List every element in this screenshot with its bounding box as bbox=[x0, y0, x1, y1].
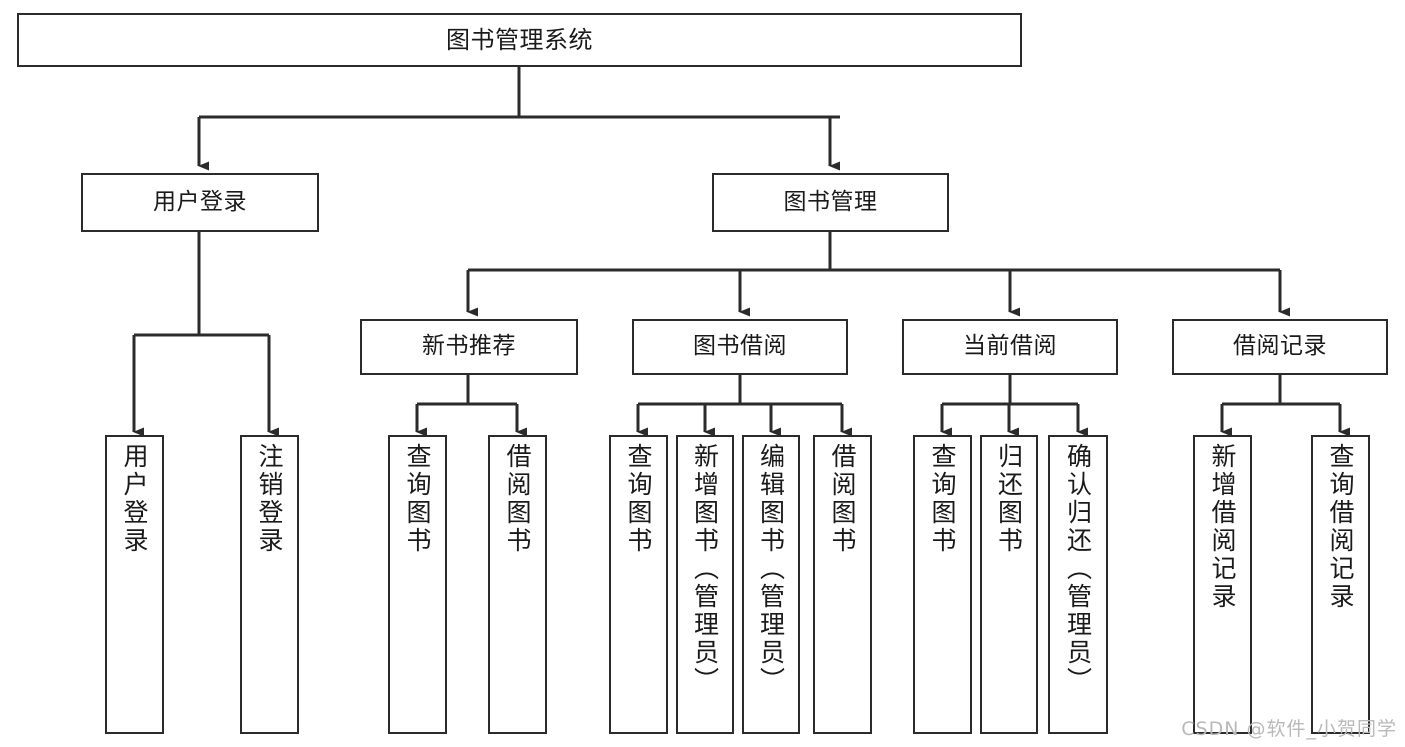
watermark: CSDN @软件_小贺同学 bbox=[1181, 718, 1397, 740]
leaf-borrow-book-1[interactable]: 查询图书 bbox=[609, 435, 668, 734]
leaf-label: 用户登录 bbox=[120, 443, 149, 555]
leaf-current-borrow-2[interactable]: 归还图书 bbox=[980, 435, 1038, 734]
leaf-borrow-record-2[interactable]: 查询借阅记录 bbox=[1311, 435, 1370, 734]
leaf-label: 新增借阅记录 bbox=[1208, 443, 1237, 611]
leaf-label: 注销登录 bbox=[255, 443, 284, 555]
leaf-label: 确认归还（管理员） bbox=[1063, 443, 1093, 695]
leaf-label: 借阅图书 bbox=[828, 443, 857, 555]
node-current-borrow[interactable]: 当前借阅 bbox=[902, 319, 1118, 375]
leaf-borrow-book-2[interactable]: 新增图书（管理员） bbox=[676, 435, 734, 734]
node-borrow-book-label: 图书借阅 bbox=[693, 333, 787, 360]
node-new-book[interactable]: 新书推荐 bbox=[360, 319, 578, 375]
leaf-label: 借阅图书 bbox=[503, 443, 532, 555]
leaf-borrow-book-4[interactable]: 借阅图书 bbox=[813, 435, 872, 734]
node-user-login[interactable]: 用户登录 bbox=[81, 173, 319, 232]
leaf-label: 查询图书 bbox=[403, 443, 432, 555]
node-borrow-record-label: 借阅记录 bbox=[1233, 333, 1327, 360]
leaf-label: 归还图书 bbox=[994, 443, 1024, 555]
leaf-current-borrow-1[interactable]: 查询图书 bbox=[913, 435, 972, 734]
node-borrow-book[interactable]: 图书借阅 bbox=[632, 319, 848, 375]
leaf-new-book-1[interactable]: 查询图书 bbox=[388, 435, 447, 734]
leaf-label: 查询借阅记录 bbox=[1326, 443, 1355, 611]
node-root[interactable]: 图书管理系统 bbox=[17, 13, 1022, 67]
node-current-borrow-label: 当前借阅 bbox=[963, 333, 1057, 360]
leaf-borrow-book-3[interactable]: 编辑图书（管理员） bbox=[742, 435, 800, 734]
leaf-label: 查询图书 bbox=[928, 443, 957, 555]
leaf-label: 查询图书 bbox=[624, 443, 653, 555]
node-user-login-label: 用户登录 bbox=[153, 188, 247, 215]
node-borrow-record[interactable]: 借阅记录 bbox=[1172, 319, 1388, 375]
node-root-label: 图书管理系统 bbox=[446, 25, 593, 54]
node-new-book-label: 新书推荐 bbox=[422, 333, 516, 360]
node-book-manage[interactable]: 图书管理 bbox=[712, 173, 949, 232]
leaf-label: 编辑图书（管理员） bbox=[756, 443, 786, 695]
leaf-current-borrow-3[interactable]: 确认归还（管理员） bbox=[1048, 435, 1108, 734]
leaf-user-login-2[interactable]: 注销登录 bbox=[240, 435, 299, 734]
leaf-user-login-1[interactable]: 用户登录 bbox=[105, 435, 164, 734]
leaf-label: 新增图书（管理员） bbox=[690, 443, 720, 695]
node-book-manage-label: 图书管理 bbox=[783, 188, 878, 215]
leaf-borrow-record-1[interactable]: 新增借阅记录 bbox=[1193, 435, 1252, 734]
leaf-new-book-2[interactable]: 借阅图书 bbox=[488, 435, 547, 734]
